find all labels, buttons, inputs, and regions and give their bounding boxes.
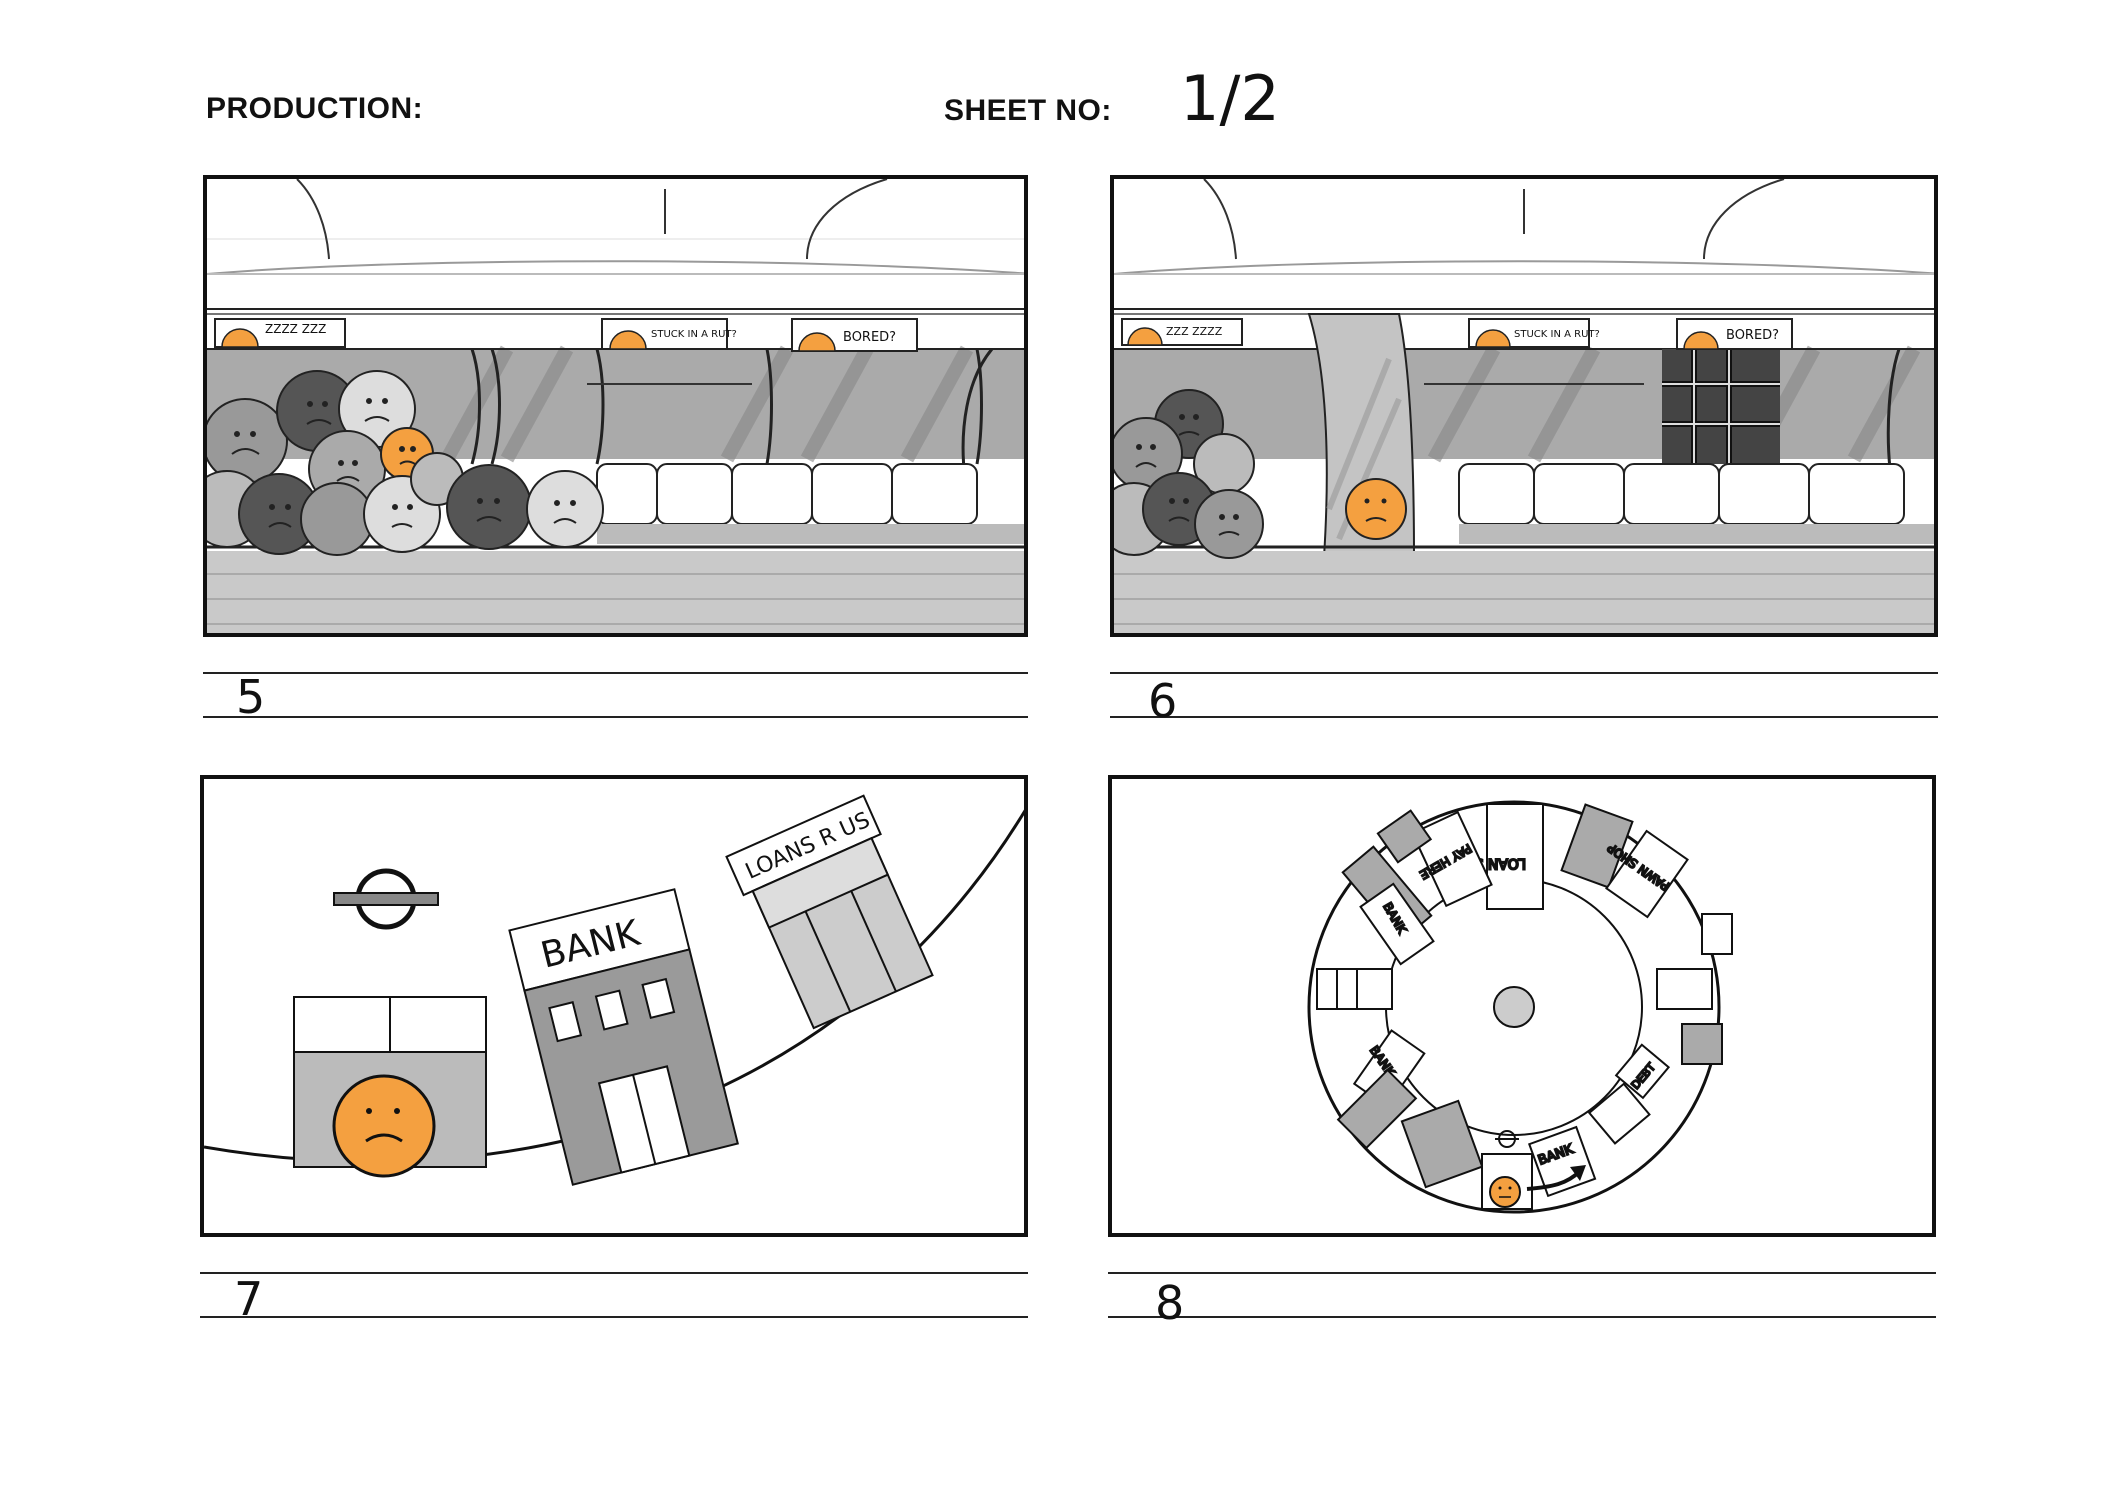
caption-line: [1108, 1272, 1936, 1274]
ad-sign-text: STUCK IN A RUT?: [651, 329, 737, 340]
round-town-overhead-drawing: LOAN SHARK PAY HERE PAWN SHOP BANK BANK …: [1307, 800, 1733, 1214]
sad-face-grey: [300, 482, 374, 556]
sad-face-dark: [446, 464, 532, 550]
ad-sign-text: STUCK IN A RUT?: [1514, 329, 1600, 340]
storyboard-panel-6: ZZZ ZZZZ STUCK IN A RUT? BORED?: [1110, 175, 1938, 637]
sad-face-grey: [1194, 489, 1264, 559]
caption-line: [203, 716, 1028, 718]
storyboard-panel-7: BANK LOANS R US: [200, 775, 1028, 1237]
caption-line: [1110, 716, 1938, 718]
train-interior-isolated-drawing: ZZZ ZZZZ STUCK IN A RUT? BORED?: [1114, 179, 1934, 633]
town-centre-circle: [1493, 986, 1535, 1028]
panel-number: 6: [1148, 674, 1178, 728]
production-label: PRODUCTION:: [206, 92, 424, 125]
caption-line: [1108, 1316, 1936, 1318]
caption-line: [203, 672, 1028, 674]
caption-line: [200, 1316, 1028, 1318]
caption-line: [1110, 672, 1938, 674]
street-curve-drawing: BANK LOANS R US: [204, 794, 1024, 1186]
sad-face-light: [526, 470, 604, 548]
panel-number: 8: [1155, 1276, 1185, 1330]
train-interior-crowded-drawing: ZZZZ ZZZ STUCK IN A RUT? BORED?: [207, 179, 1024, 633]
ad-sign-text: BORED?: [843, 330, 896, 345]
ad-sign-text: ZZZ ZZZZ: [1166, 325, 1223, 338]
storyboard-panel-8: LOAN SHARK PAY HERE PAWN SHOP BANK BANK …: [1108, 775, 1936, 1237]
panel-number: 5: [236, 670, 266, 724]
ad-sign-text: BORED?: [1726, 328, 1779, 343]
panel-number: 7: [234, 1272, 264, 1326]
ad-sign-text: ZZZZ ZZZ: [265, 322, 326, 336]
sheet-no-label: SHEET NO:: [944, 94, 1112, 127]
orange-face: [332, 1074, 436, 1178]
storyboard-panel-5: ZZZZ ZZZ STUCK IN A RUT? BORED?: [203, 175, 1028, 637]
orange-face: [1489, 1176, 1521, 1208]
orange-face: [1345, 478, 1407, 540]
sheet-no-value: 1/2: [1180, 62, 1280, 135]
sad-face-grey: [207, 398, 288, 484]
caption-line: [200, 1272, 1028, 1274]
